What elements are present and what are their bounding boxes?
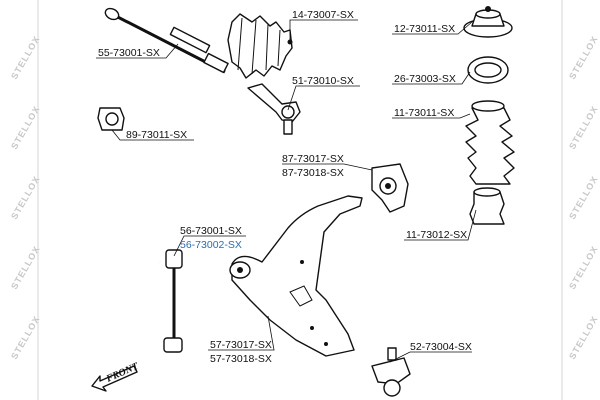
watermark-text: STELLOX [567, 174, 600, 221]
watermark-text: STELLOX [9, 174, 42, 221]
part-label-56-73001: 56-73001-SX [180, 225, 242, 237]
part-label-56-73002: 56-73002-SX [180, 239, 242, 251]
watermark-text: STELLOX [567, 244, 600, 291]
part-labels: 14-73007-SX 12-73011-SX 55-73001-SX 51-7… [98, 9, 472, 365]
part-label-87-73018: 87-73018-SX [282, 167, 344, 179]
part-label-89-73011: 89-73011-SX [126, 129, 187, 141]
watermark-text: STELLOX [9, 104, 42, 151]
part-label-11-73011: 11-73011-SX [394, 107, 454, 119]
part-label-55-73001: 55-73001-SX [98, 47, 160, 59]
watermark-text: STELLOX [567, 34, 600, 81]
tie-rod-end-drawing [247, 83, 301, 135]
steering-boot-drawing [227, 13, 293, 79]
control-arm-bushing-drawing [371, 163, 409, 213]
ball-joint-drawing [371, 347, 411, 397]
control-arm-drawing [229, 195, 363, 357]
bump-stop-drawing [469, 187, 505, 225]
part-label-12-73011: 12-73011-SX [394, 23, 455, 35]
watermark-text: STELLOX [567, 104, 600, 151]
tie-rod-drawing [104, 7, 229, 74]
stabilizer-link-drawing [163, 249, 183, 353]
watermark-text: STELLOX [9, 314, 42, 361]
leader-lines [96, 19, 477, 363]
bearing-ring-drawing [467, 56, 509, 84]
sway-bar-drawing [71, 107, 162, 264]
part-label-57-73018: 57-73018-SX [210, 353, 272, 365]
part-label-26-73003: 26-73003-SX [394, 73, 456, 85]
strut-mount-drawing [463, 6, 513, 38]
part-label-87-73017: 87-73017-SX [282, 153, 344, 165]
dust-boot-drawing [465, 100, 515, 185]
watermark-right: STELLOX STELLOX STELLOX STELLOX STELLOX [561, 0, 600, 400]
watermark-left: STELLOX STELLOX STELLOX STELLOX STELLOX [9, 0, 42, 400]
watermark-text: STELLOX [9, 244, 42, 291]
watermark-text: STELLOX [567, 314, 600, 361]
front-arrow: FRONT [91, 361, 141, 392]
part-label-11-73012: 11-73012-SX [406, 229, 467, 241]
part-label-14-73007: 14-73007-SX [292, 9, 354, 21]
part-label-51-73010: 51-73010-SX [292, 75, 354, 87]
part-label-52-73004: 52-73004-SX [410, 341, 472, 353]
part-label-57-73017: 57-73017-SX [210, 339, 272, 351]
front-label: FRONT [104, 361, 141, 386]
watermark-text: STELLOX [9, 34, 42, 81]
